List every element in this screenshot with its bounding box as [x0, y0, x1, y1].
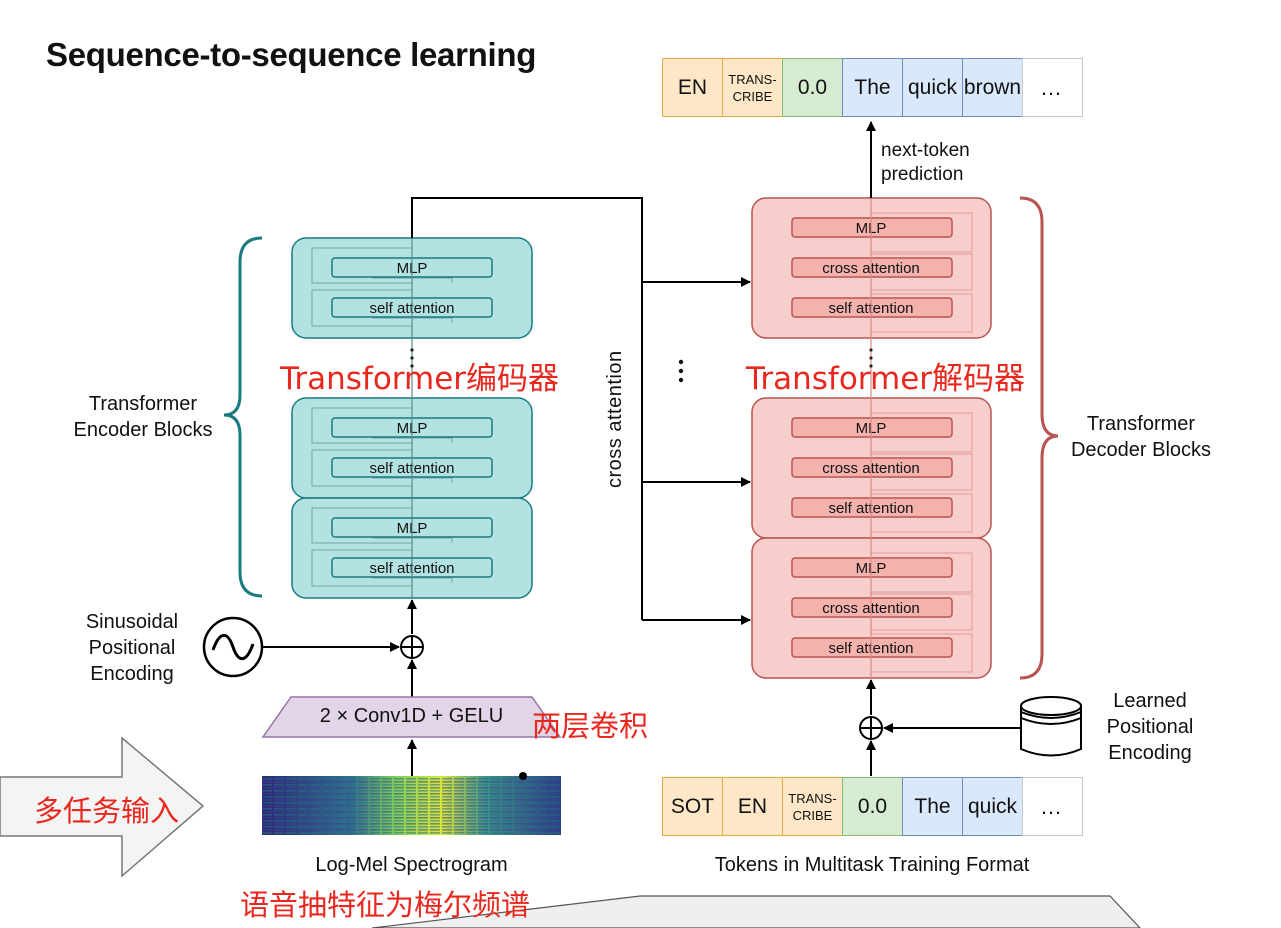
decoder-self-attention-box: [791, 637, 953, 658]
output-token: TRANS-CRIBE: [722, 58, 783, 117]
learned-label-line1: Learned: [1113, 690, 1187, 712]
decoder-label-line1: Transformer: [1086, 413, 1196, 435]
database-icon: [1020, 696, 1082, 757]
spectrogram-image: [262, 776, 561, 835]
encoder-cn-label: Transformer编码器: [280, 361, 560, 397]
sinusoidal-label-line1: Sinusoidal: [85, 611, 179, 633]
conv-cn-label: 两层卷积: [532, 709, 649, 743]
decoder-cross-attention-box: [791, 257, 953, 278]
encoder-brace: [223, 236, 263, 598]
encoder-label-line1: Transformer: [88, 393, 198, 415]
decoder-self-attention-box: [791, 297, 953, 318]
conv-block: [261, 696, 562, 738]
decoder-mlp-box: [791, 417, 953, 438]
decoder-cn-label: Transformer解码器: [746, 361, 1026, 397]
decoder-cross-attention-box: [791, 597, 953, 618]
output-token: …: [1022, 58, 1083, 117]
input-token: SOT: [662, 777, 723, 836]
input-token: The: [902, 777, 963, 836]
learned-label-line2: Positional: [1106, 716, 1194, 738]
input-token: EN: [722, 777, 783, 836]
input-token: TRANS-CRIBE: [782, 777, 843, 836]
multitask-cn-label: 多任务输入: [34, 794, 180, 828]
conv-label: 2 × Conv1D + GELU: [319, 705, 504, 727]
decoder-self-attention-box: [791, 497, 953, 518]
output-token: 0.0: [782, 58, 843, 117]
decoder-brace: [1019, 196, 1059, 680]
tokens-format-label: Tokens in Multitask Training Format: [714, 854, 1030, 876]
spectrogram-cn-label: 语音抽特征为梅尔频谱: [240, 888, 531, 922]
sinusoidal-label-line2: Positional: [88, 637, 176, 659]
output-token: quick: [902, 58, 963, 117]
next-token-label-line1: next-token: [881, 140, 970, 161]
next-token-label-line2: prediction: [881, 164, 964, 185]
multitask-arrow-shape: [0, 736, 205, 878]
sinusoidal-label-line3: Encoding: [90, 663, 174, 685]
output-token: The: [842, 58, 903, 117]
decoder-mlp-box: [791, 557, 953, 578]
cross-attention-label: cross attention: [604, 350, 626, 488]
learned-label-line3: Encoding: [1108, 742, 1192, 764]
decoder-cross-attention-box: [791, 457, 953, 478]
output-token: brown: [962, 58, 1023, 117]
encoder-label-line2: Encoder Blocks: [73, 419, 213, 441]
input-token: quick: [962, 777, 1023, 836]
output-token: EN: [662, 58, 723, 117]
spectrogram-label: Log-Mel Spectrogram: [315, 854, 508, 876]
grey-banner: [371, 895, 1141, 928]
page-title: Sequence-to-sequence learning: [46, 36, 537, 73]
input-token: 0.0: [842, 777, 903, 836]
input-token: …: [1022, 777, 1083, 836]
decoder-label-line2: Decoder Blocks: [1070, 439, 1212, 461]
decoder-mlp-box: [791, 217, 953, 238]
